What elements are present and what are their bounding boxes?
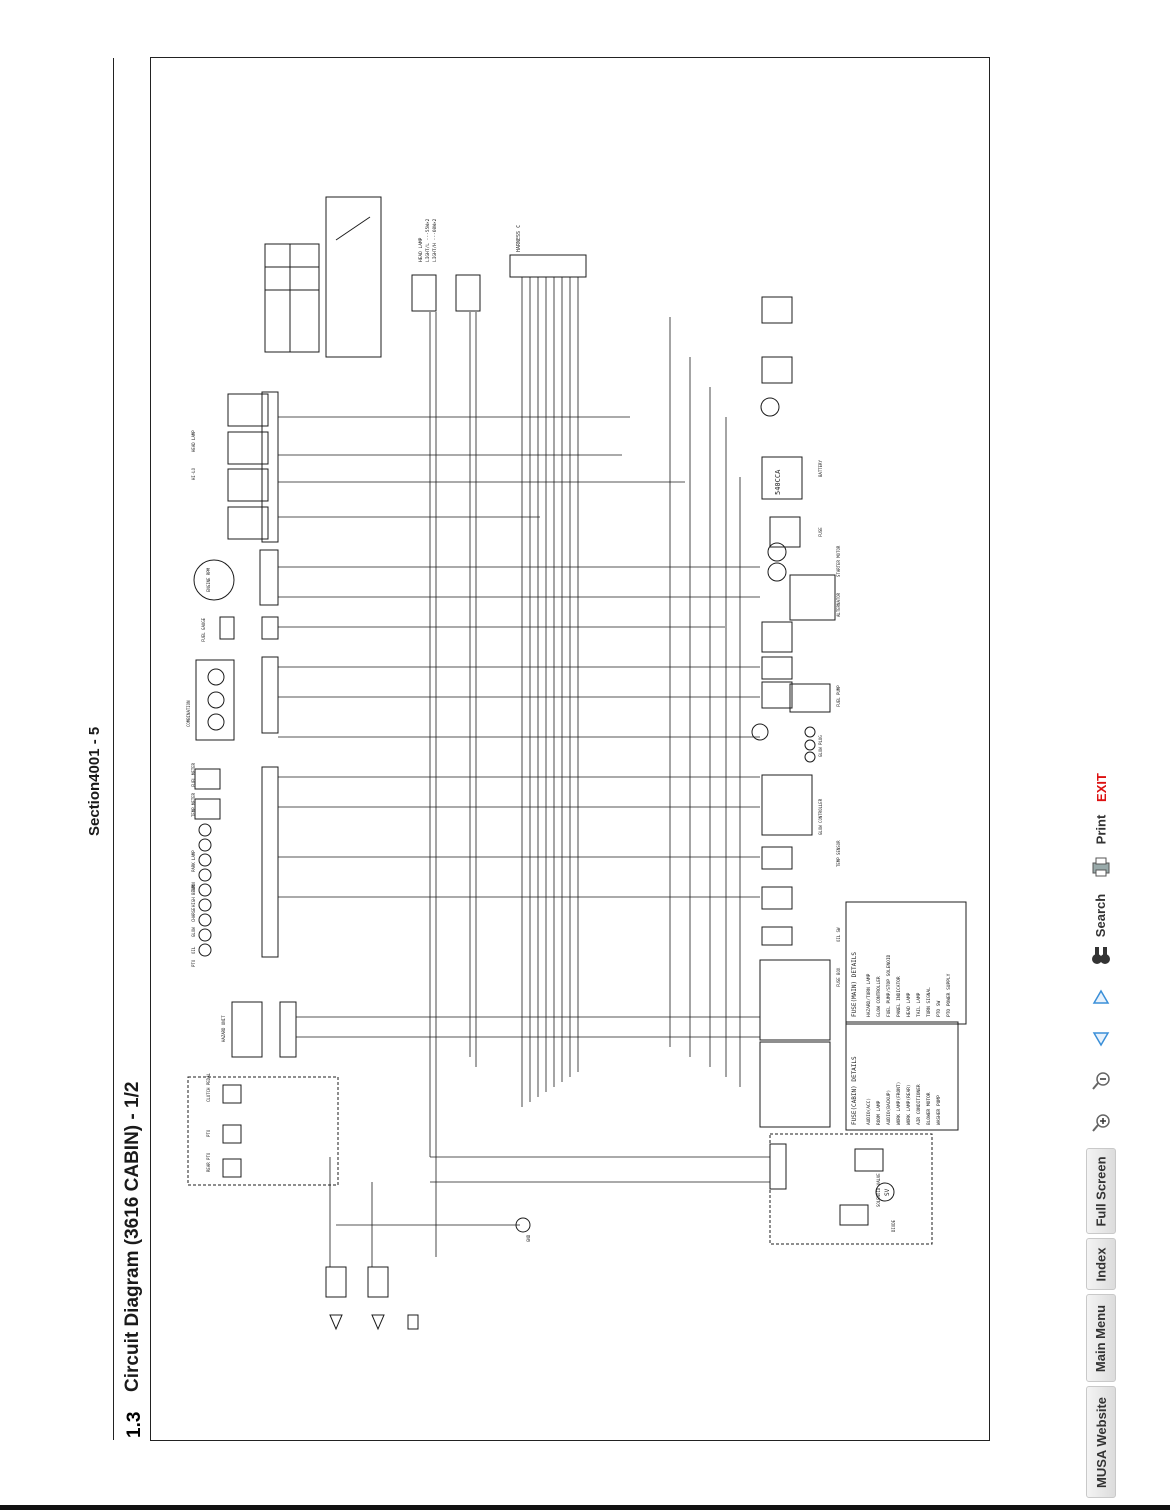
section-title: Circuit Diagram (3616 CABIN) - 1/2 [122, 1081, 143, 1392]
print-button[interactable]: Print [1086, 808, 1116, 850]
left-component-label: COMBINATION [186, 700, 191, 727]
fuse-cabin-row: AUDIO(ACC) [866, 1098, 872, 1125]
fuse-cabin-row: ROOM LAMP [876, 1100, 882, 1125]
left-component-label: REAR PTO [206, 1152, 211, 1172]
fuse-cabin-row: WORK LAMP(FRONT) [896, 1082, 902, 1125]
fuse-main-table [845, 901, 967, 1025]
exit-button[interactable]: EXIT [1086, 764, 1116, 810]
full-screen-button[interactable]: Full Screen [1086, 1148, 1116, 1234]
left-component-label: FUEL METER [191, 762, 196, 787]
fuse-cabin-table [845, 1021, 959, 1131]
right-component-label: ALTERNATOR [836, 592, 841, 617]
left-component-label: PTO [206, 1129, 211, 1137]
fuse-main-row: TAIL LAMP [916, 992, 922, 1017]
rpm-gauge [193, 559, 235, 601]
left-component-label: OIL [191, 946, 196, 954]
head-lamp-spec: HEAD LAMP [418, 237, 424, 262]
fuse-box-cabin [759, 1041, 831, 1128]
glow-controller [761, 774, 813, 836]
left-component-label: FUEL GAUGE [201, 617, 206, 642]
fuse-main-row: PTO SW [936, 1000, 942, 1017]
head-lamp-connectors [227, 391, 279, 543]
right-component-label: FUSE [818, 527, 823, 537]
head-lamp-spec: LIGHT/L ---55W×2 [425, 218, 431, 262]
fuse-cabin-row: AUDIO(BACKUP) [886, 1090, 892, 1125]
fuse-main-row: TURN SIGNAL [926, 987, 932, 1017]
right-component-label: FUSE BOX [836, 967, 841, 987]
left-component-label: HIGH BEAM [191, 885, 196, 907]
search-button[interactable]: Search [1086, 890, 1116, 940]
left-component-label: CLUTCH PEDAL [206, 1073, 211, 1102]
left-component-label: ENGINE RPM [206, 567, 211, 592]
left-component-label: CHARGE [191, 907, 196, 922]
sv-label: SV [884, 1188, 891, 1196]
battery [761, 456, 803, 500]
fuse-main-row: GLOW CONTROLLER [876, 976, 882, 1017]
fuse-main-row: PTO POWER SUPPLY [946, 973, 952, 1017]
alternator [789, 574, 836, 621]
fuse-box-main [759, 959, 831, 1041]
musa-website-button[interactable]: MUSA Website [1086, 1386, 1116, 1498]
printer-icon[interactable] [1086, 852, 1116, 882]
hazard-unit [231, 1001, 263, 1058]
left-component-label: PARK LAMP [191, 850, 196, 872]
key-switch-box [325, 196, 382, 358]
right-component-label: GLOW PLUG [818, 735, 823, 757]
fuse-main-row: FUEL PUMP/STOP SOLENOID [886, 954, 892, 1017]
right-component-label: BATTERY [818, 460, 823, 477]
fuse-cabin-row: WORK LAMP(REAR) [906, 1084, 912, 1125]
right-component-label: GLOW CONTROLLER [818, 798, 823, 835]
fuse-main-row: HAZARD/TURN LAMP [866, 973, 872, 1017]
header-rule [113, 58, 114, 1440]
ground-label: GND [526, 1234, 531, 1242]
right-component-label: TEMP SENSOR [836, 840, 841, 867]
right-component-label: OIL SW [836, 927, 841, 942]
previous-page-icon[interactable] [1086, 1024, 1116, 1054]
right-component-label: SOLENOID VALVE [876, 1173, 881, 1207]
color-code-table [264, 243, 320, 353]
right-component-label: STARTER MOTOR [836, 545, 841, 577]
viewer-toolbar: EXIT Print Search Full Screen Index Main… [1084, 760, 1118, 1502]
fuse-cabin-row: WASHER PUMP [936, 1095, 942, 1125]
fuse-cabin-title: FUSE(CABIN) DETAILS [851, 1056, 858, 1125]
fuse-cabin-row: BLOWER MOTOR [926, 1092, 932, 1125]
fuse-main-row: HEAD LAMP [906, 992, 912, 1017]
main-menu-button[interactable]: Main Menu [1086, 1294, 1116, 1382]
left-component-label: TEMP METER [191, 792, 196, 817]
harness-label: HARNESS C [516, 225, 522, 252]
section-number: 1.3 [124, 1411, 145, 1438]
zoom-out-icon[interactable] [1086, 1066, 1116, 1096]
fuse-main-row: PANEL INDICATOR [896, 976, 902, 1017]
page-id: Section4001 - 5 [86, 726, 103, 836]
fuse-cabin-row: AIR CONDITIONER [916, 1084, 922, 1125]
harness-c [509, 254, 587, 278]
right-component-label: FUEL PUMP [836, 685, 841, 707]
head-lamp-spec: LIGHT/H ---60W×2 [432, 218, 438, 262]
left-component-label: HAZARD UNIT [221, 1015, 226, 1042]
left-component-label: HEAD LAMP [191, 430, 196, 452]
next-page-icon[interactable] [1086, 982, 1116, 1012]
left-component-label: PTO [191, 959, 196, 967]
left-component-label: GLOW [191, 927, 196, 937]
zoom-in-icon[interactable] [1086, 1108, 1116, 1138]
diagram-frame [150, 57, 990, 1441]
left-component-label: TURN [191, 882, 196, 892]
indicator-lamps [198, 823, 212, 957]
left-component-label: HI-LO [191, 467, 196, 480]
index-button[interactable]: Index [1086, 1238, 1116, 1290]
page-bottom-edge [0, 1505, 1170, 1510]
right-component-label: DIODE [891, 1219, 896, 1232]
fuse-main-title: FUSE(MAIN) DETAILS [851, 952, 858, 1017]
binoculars-icon[interactable] [1086, 940, 1116, 970]
battery-label: 540CCA [774, 469, 782, 495]
